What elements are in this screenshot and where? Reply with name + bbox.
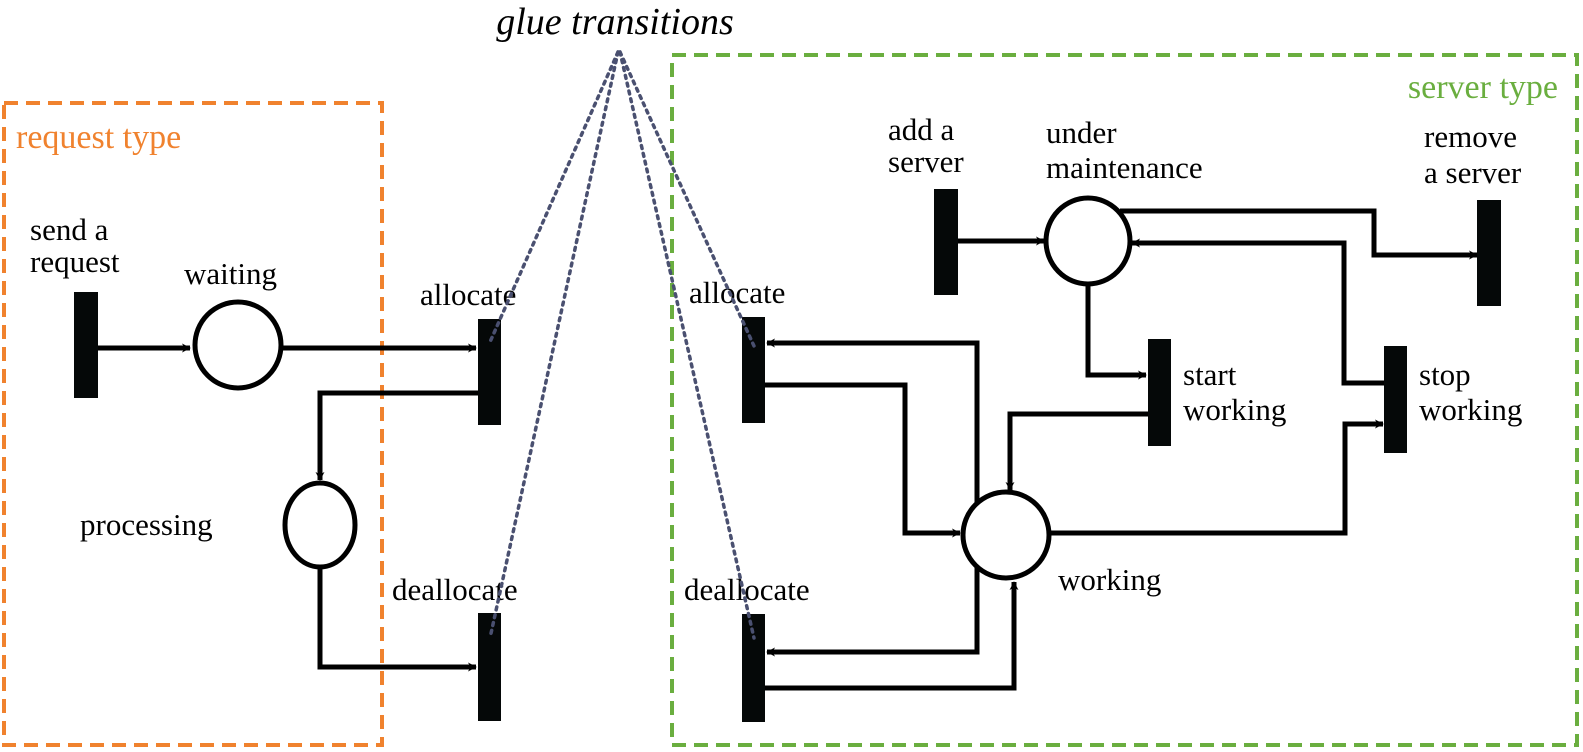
label-send-request-1: send a [30,212,109,247]
glue-line-allocate-request [488,50,620,344]
arc-working-to-deallocate [766,560,980,657]
glue-line-allocate-server [618,50,756,348]
transition-start-working [1148,339,1171,446]
label-stop-working-2: working [1419,392,1522,427]
request-type-label: request type [16,119,181,156]
label-working: working [1058,562,1161,597]
label-start-working-2: working [1183,392,1286,427]
arc-allocate-to-working [765,382,961,538]
arc-deallocate-to-working [765,581,1019,691]
arc-start-to-working [1005,411,1148,491]
server-type-box [670,53,1579,747]
arc-maintenance-to-start [1085,286,1147,380]
transition-deallocate-request [478,613,501,721]
arc-working-to-allocate [766,338,980,510]
label-processing: processing [80,507,213,542]
arc-stop-to-maintenance [1131,238,1384,386]
transition-send-request [74,292,98,398]
place-under-maintenance [1043,195,1133,287]
glue-line-deallocate-request [488,50,620,640]
arc-processing-to-deallocate [317,566,477,672]
server-type-label: server type [1408,69,1558,106]
arc-allocate-to-processing [315,390,478,481]
label-remove-server-1: remove [1424,119,1517,154]
label-stop-working-1: stop [1419,357,1471,392]
glue-transitions-title: glue transitions [496,1,734,43]
transition-add-server [934,189,958,295]
label-allocate-server: allocate [689,275,785,310]
label-start-working-1: start [1183,357,1237,392]
label-send-request-2: request [30,244,120,279]
glue-line-deallocate-server [618,50,756,640]
label-add-server-1: add a [888,112,955,147]
label-under-maintenance-1: under [1046,115,1117,150]
transition-stop-working [1384,346,1407,453]
label-waiting: waiting [184,256,277,291]
arc-maintenance-to-remove [1120,208,1478,260]
transition-remove-server [1477,200,1501,306]
transition-allocate-request [478,319,501,425]
place-working [960,489,1052,581]
arc-working-to-stop [1050,419,1384,536]
request-type-box [2,101,384,747]
place-waiting [192,299,284,391]
transition-deallocate-server [742,614,765,722]
label-add-server-2: server [888,144,964,179]
label-under-maintenance-2: maintenance [1046,150,1203,185]
label-allocate-request: allocate [420,277,516,312]
label-remove-server-2: a server [1424,155,1522,190]
transition-allocate-server [742,317,765,423]
place-processing [282,480,358,570]
